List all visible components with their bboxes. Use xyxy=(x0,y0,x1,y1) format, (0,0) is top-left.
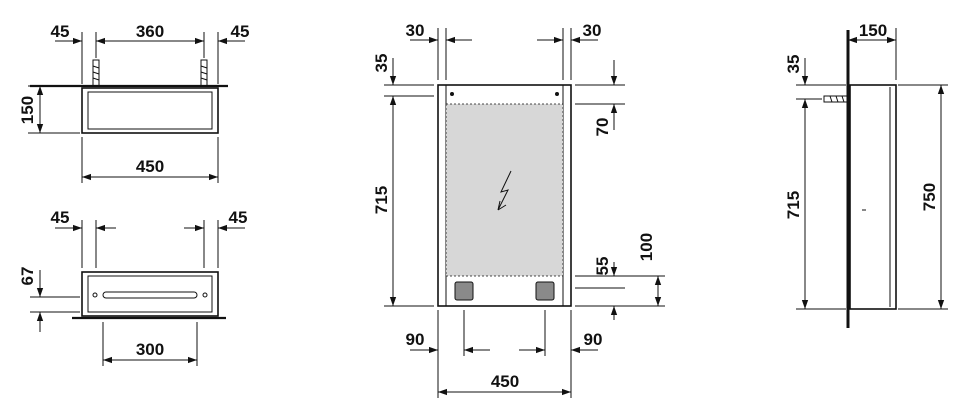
front-view-dim-right-margin: 30 xyxy=(583,21,602,40)
side-view-dim-depth: 150 xyxy=(859,21,887,40)
side-view-dim-top: 35 xyxy=(784,55,803,74)
top-view-dim-center: 360 xyxy=(136,22,164,41)
front-view-dim-bottom-large: 100 xyxy=(637,233,656,261)
top-view-cabinet xyxy=(81,87,219,134)
front-view-socket-left xyxy=(454,281,474,301)
front-view-dim-bottom-right: 90 xyxy=(584,330,603,349)
front-view-dim-mirror-height: 715 xyxy=(372,186,391,214)
top-view-dim-right: 45 xyxy=(231,22,250,41)
bottom-view-dim-slot: 300 xyxy=(136,340,164,359)
front-view-dim-bottom-left: 90 xyxy=(406,330,425,349)
top-view-screw-left xyxy=(92,59,100,87)
bottom-view-dim-height: 67 xyxy=(18,267,37,286)
front-view-mirror xyxy=(445,103,564,277)
side-view-cabinet xyxy=(849,84,897,310)
bottom-view-cabinet xyxy=(81,271,219,317)
bottom-view: 45 45 67 300 xyxy=(18,208,247,366)
bottom-view-slot xyxy=(102,291,198,299)
front-view-dim-top-right: 70 xyxy=(593,118,612,137)
top-view-dim-width: 450 xyxy=(136,157,164,176)
bottom-view-dim-left: 45 xyxy=(51,208,70,227)
lightning-bolt-icon xyxy=(497,170,512,211)
side-view: 150 35 715 750 xyxy=(784,21,948,328)
side-view-dim-height-inner: 715 xyxy=(784,191,803,219)
top-view-dim-depth: 150 xyxy=(18,96,37,124)
top-view: 45 360 45 150 450 xyxy=(18,22,249,183)
side-view-screw xyxy=(823,95,849,103)
front-view-dim-left-margin: 30 xyxy=(406,21,425,40)
front-view-dim-bottom-small: 55 xyxy=(593,257,612,276)
side-view-dim-height-total: 750 xyxy=(920,183,939,211)
front-view-socket-right xyxy=(535,281,555,301)
bottom-view-dim-right: 45 xyxy=(229,208,248,227)
top-view-screw-right xyxy=(200,59,208,87)
front-view: 30 30 35 715 70 55 100 90 90 xyxy=(372,21,665,398)
front-view-dim-width: 450 xyxy=(491,372,519,391)
front-view-dim-top: 35 xyxy=(372,54,391,73)
top-view-dim-left: 45 xyxy=(51,22,70,41)
front-view-cabinet xyxy=(437,84,572,307)
